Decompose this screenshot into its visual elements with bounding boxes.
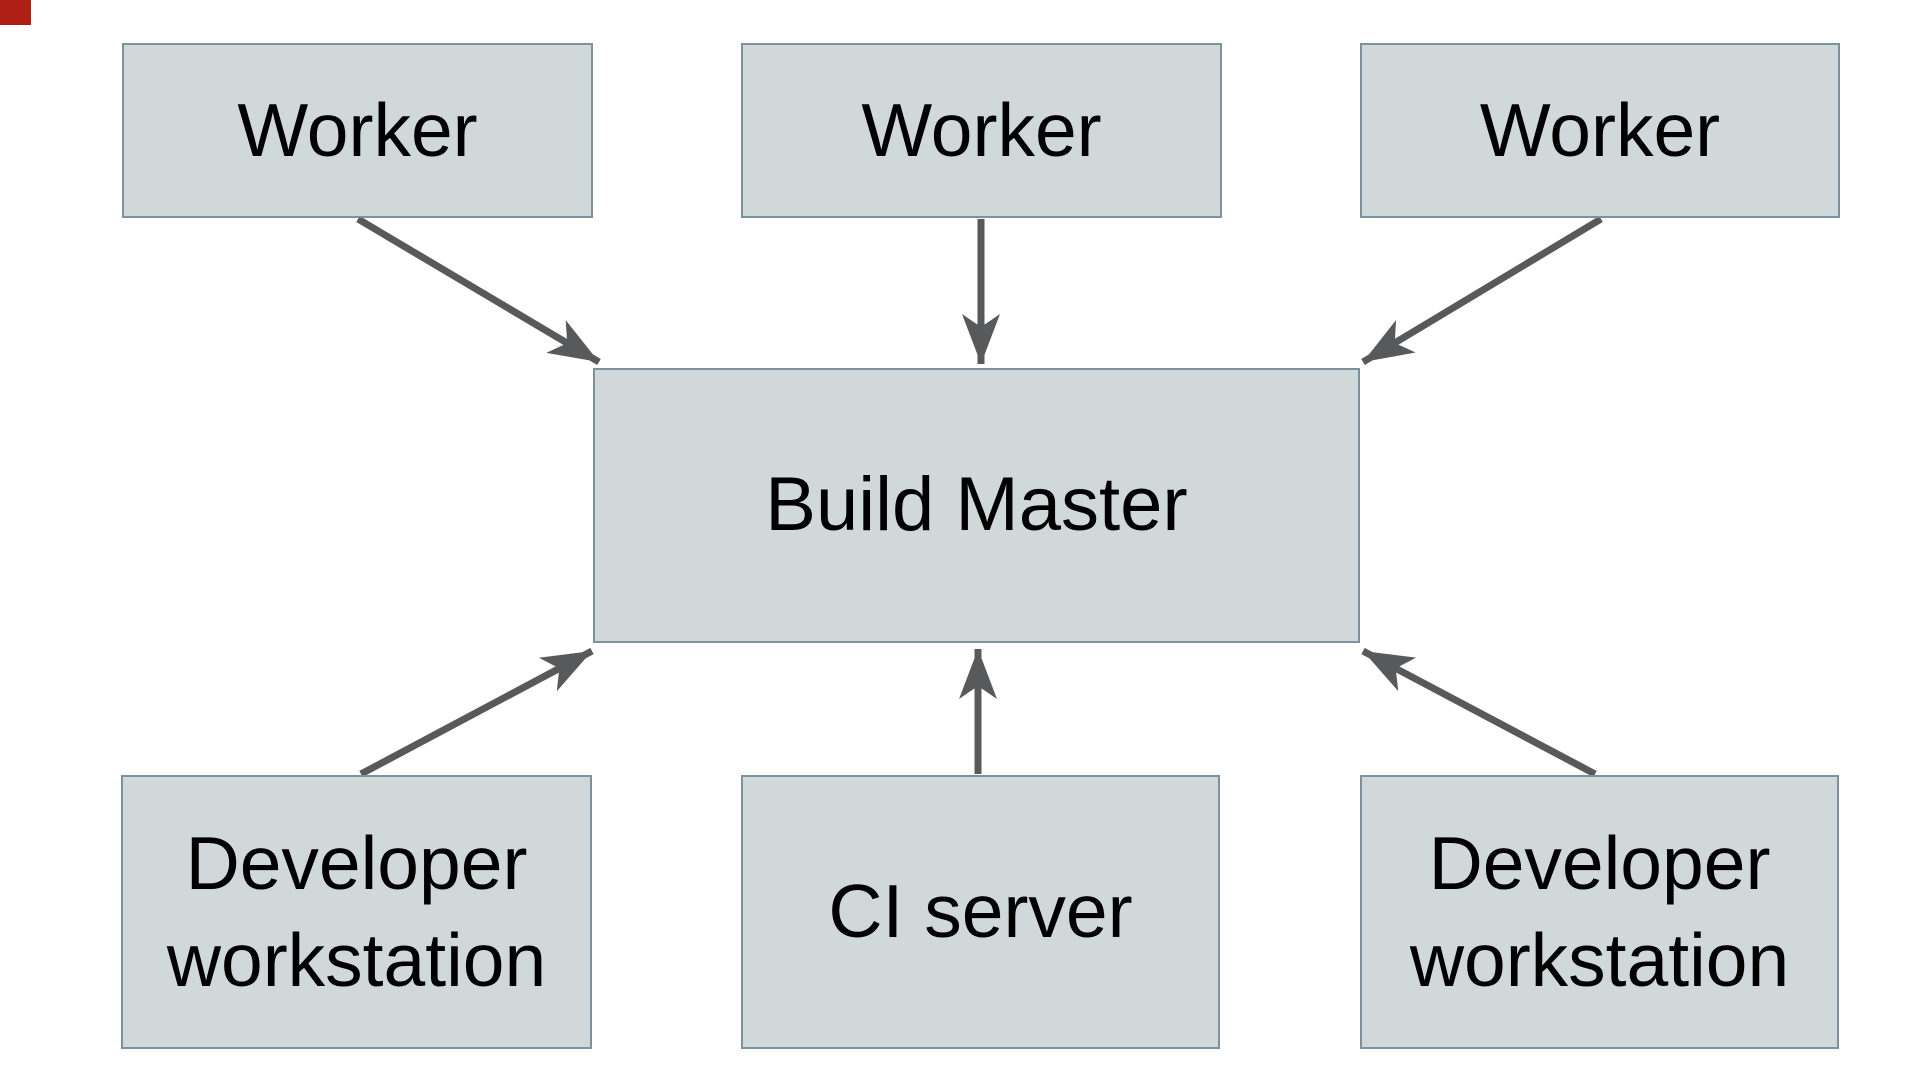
arrow-developer-workstation-2-to-build-master (1361, 647, 1597, 778)
node-ci-server-label: CI server (828, 869, 1133, 954)
node-worker-2: Worker (741, 43, 1222, 218)
node-developer-workstation-1-label: Developer workstation (166, 820, 547, 1003)
node-worker-2-label: Worker (861, 87, 1102, 172)
arrow-worker-1-to-build-master (356, 215, 601, 366)
node-developer-workstation-1: Developer workstation (121, 775, 592, 1049)
node-worker-3-label: Worker (1479, 87, 1721, 172)
arrow-worker-3-to-build-master (1361, 215, 1603, 366)
node-ci-server: CI server (741, 775, 1220, 1049)
node-build-master: Build Master (593, 368, 1360, 643)
red-corner-marker (0, 0, 31, 25)
node-worker-1-label: Worker (237, 87, 478, 172)
node-build-master-label: Build Master (765, 462, 1188, 548)
node-developer-workstation-2: Developer workstation (1360, 775, 1839, 1049)
arrow-developer-workstation-1-to-build-master (359, 647, 594, 778)
node-worker-1: Worker (122, 43, 593, 218)
node-worker-3: Worker (1360, 43, 1840, 218)
node-developer-workstation-2-label: Developer workstation (1409, 820, 1790, 1003)
